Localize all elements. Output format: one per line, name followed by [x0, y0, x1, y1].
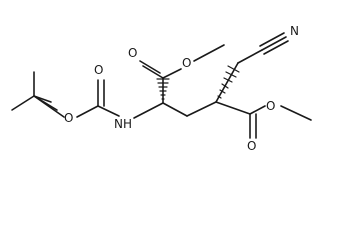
- bond-tbu-methyl-left: [11, 95, 35, 111]
- bond-nitrile-triple-1: [261, 36, 287, 51]
- bond-ester1-o-methyl: [193, 44, 225, 62]
- atom-o-carbamate-ester: O: [64, 111, 73, 125]
- bond-nitrile-triple-3: [259, 32, 285, 47]
- bond-nitrile-triple-2: [263, 40, 289, 55]
- atom-o-ester1-methoxy: O: [182, 56, 191, 70]
- atom-nh: NH: [114, 117, 132, 131]
- atom-o-ester2-methoxy: O: [266, 99, 275, 113]
- bond-alpha-ch2: [162, 102, 188, 117]
- bond-ch2-nitrile-carbon: [237, 49, 263, 64]
- bond-ch2-beta-carbon: [186, 101, 217, 117]
- chemical-structure: O O NH O O N O O: [11, 24, 312, 153]
- bond-ester2-c-o: [249, 105, 266, 115]
- bond-ester1-co-1: [142, 65, 164, 79]
- atom-o-ester2-carbonyl: O: [247, 139, 256, 153]
- bond-tbu-o-left: [33, 95, 65, 118]
- bond-o-carbamate-carbon: [76, 105, 99, 118]
- hashed-wedge-alpha: [156, 78, 170, 104]
- bond-ester1-c-o: [162, 68, 182, 79]
- atom-n-nitrile: N: [290, 24, 299, 38]
- atom-o-ester1-carbonyl: O: [128, 46, 137, 60]
- bond-nh-alpha-carbon: [133, 102, 164, 119]
- bond-ester1-co-2: [139, 60, 161, 74]
- bond-beta-ester2-carbon: [215, 101, 251, 115]
- atom-o-carbamate-carbonyl: O: [94, 63, 103, 77]
- bond-carbamate-nh: [97, 105, 120, 117]
- bond-ester2-o-methyl: [280, 105, 312, 121]
- hashed-wedge-beta: [215, 65, 240, 103]
